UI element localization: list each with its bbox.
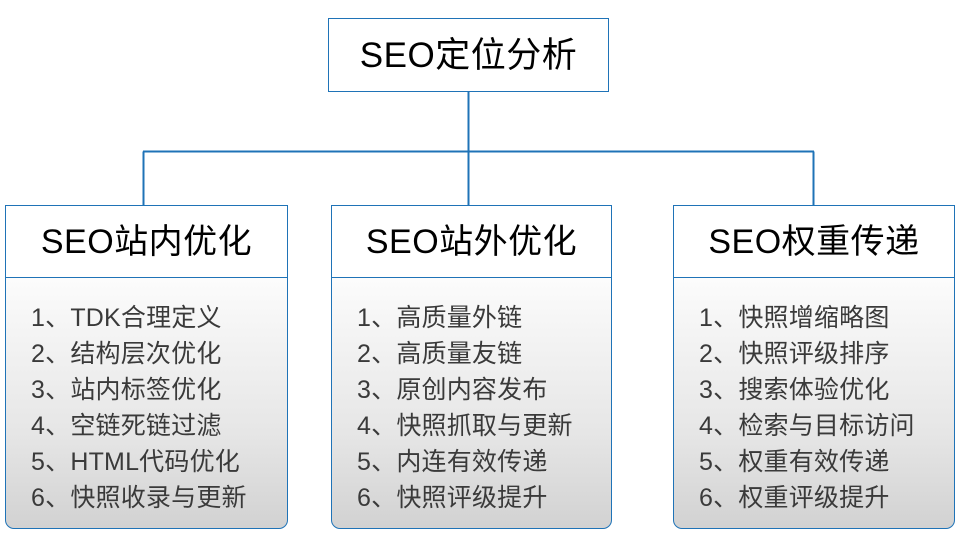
list-item: 3、站内标签优化 — [31, 372, 222, 408]
list-item: 4、检索与目标访问 — [699, 408, 915, 444]
list-item-index: 1 — [31, 304, 46, 333]
list-item: 1、TDK合理定义 — [31, 300, 222, 336]
list-item-label: 快照评级排序 — [738, 340, 890, 369]
list-item-index: 4 — [357, 412, 372, 441]
list-item: 5、HTML代码优化 — [31, 444, 240, 480]
branch-body-2: 1、高质量外链 2、高质量友链 3、原创内容发布 4、快照抓取与更新 5、内连有… — [331, 277, 612, 530]
branch-body-1: 1、TDK合理定义 2、结构层次优化 3、站内标签优化 4、空链死链过滤 5、H… — [5, 277, 288, 530]
list-item: 6、快照评级提升 — [357, 480, 548, 516]
list-item-index: 3 — [699, 376, 714, 405]
list-item-label: 快照收录与更新 — [70, 484, 247, 513]
list-item-separator: 、 — [713, 376, 739, 405]
list-item-separator: 、 — [371, 304, 397, 333]
root-node-label: SEO定位分析 — [359, 35, 578, 75]
list-item: 2、快照评级排序 — [699, 336, 890, 372]
list-item-label: 权重评级提升 — [738, 484, 890, 513]
list-item-index: 4 — [31, 412, 46, 441]
list-item-separator: 、 — [45, 304, 71, 333]
list-item: 6、权重评级提升 — [699, 480, 890, 516]
list-item: 6、快照收录与更新 — [31, 480, 247, 516]
list-item-separator: 、 — [45, 412, 71, 441]
list-item: 4、空链死链过滤 — [31, 408, 222, 444]
root-node[interactable]: SEO定位分析 — [328, 18, 609, 92]
list-item-separator: 、 — [371, 412, 397, 441]
branch-body-3: 1、快照增缩略图 2、快照评级排序 3、搜索体验优化 4、检索与目标访问 5、权… — [673, 277, 955, 530]
list-item-separator: 、 — [45, 376, 71, 405]
list-item-index: 4 — [699, 412, 714, 441]
list-item-separator: 、 — [371, 340, 397, 369]
list-item-label: 站内标签优化 — [70, 376, 222, 405]
branch-header-2[interactable]: SEO站外优化 — [331, 205, 612, 279]
list-item-index: 6 — [31, 484, 46, 513]
list-item-label: 快照评级提升 — [396, 484, 548, 513]
list-item-label: 快照增缩略图 — [738, 304, 890, 333]
list-item-index: 6 — [357, 484, 372, 513]
list-item-index: 2 — [357, 340, 372, 369]
list-item-label: 检索与目标访问 — [738, 412, 915, 441]
list-item: 1、高质量外链 — [357, 300, 522, 336]
list-item-separator: 、 — [45, 340, 71, 369]
list-item: 3、原创内容发布 — [357, 372, 548, 408]
list-item-label: TDK合理定义 — [70, 304, 222, 333]
list-item-separator: 、 — [713, 412, 739, 441]
list-item: 5、内连有效传递 — [357, 444, 548, 480]
branch-column-3: SEO权重传递 1、快照增缩略图 2、快照评级排序 3、搜索体验优化 4、检索与… — [673, 205, 955, 530]
list-item-label: 高质量外链 — [396, 304, 523, 333]
list-item: 4、快照抓取与更新 — [357, 408, 573, 444]
branch-header-label-3: SEO权重传递 — [708, 223, 920, 261]
list-item-index: 2 — [699, 340, 714, 369]
branch-column-2: SEO站外优化 1、高质量外链 2、高质量友链 3、原创内容发布 4、快照抓取与… — [331, 205, 612, 530]
list-item-label: 权重有效传递 — [738, 448, 890, 477]
list-item-separator: 、 — [45, 448, 71, 477]
list-item-index: 5 — [357, 448, 372, 477]
branch-header-3[interactable]: SEO权重传递 — [673, 205, 955, 279]
list-item-label: 内连有效传递 — [396, 448, 548, 477]
branch-column-1: SEO站内优化 1、TDK合理定义 2、结构层次优化 3、站内标签优化 4、空链… — [5, 205, 288, 530]
list-item-index: 6 — [699, 484, 714, 513]
list-item-separator: 、 — [371, 448, 397, 477]
list-item-index: 5 — [31, 448, 46, 477]
list-item-index: 5 — [699, 448, 714, 477]
list-item: 2、结构层次优化 — [31, 336, 222, 372]
list-item-index: 2 — [31, 340, 46, 369]
list-item-separator: 、 — [713, 304, 739, 333]
list-item-separator: 、 — [713, 340, 739, 369]
branch-header-1[interactable]: SEO站内优化 — [5, 205, 288, 279]
list-item-separator: 、 — [713, 448, 739, 477]
list-item-index: 1 — [699, 304, 714, 333]
list-item-index: 3 — [357, 376, 372, 405]
list-item-separator: 、 — [45, 484, 71, 513]
list-item-label: HTML代码优化 — [70, 448, 240, 477]
list-item: 3、搜索体验优化 — [699, 372, 890, 408]
branch-header-label-1: SEO站内优化 — [40, 223, 253, 261]
list-item-separator: 、 — [371, 376, 397, 405]
list-item-index: 1 — [357, 304, 372, 333]
list-item-separator: 、 — [371, 484, 397, 513]
list-item: 1、快照增缩略图 — [699, 300, 890, 336]
list-item-index: 3 — [31, 376, 46, 405]
list-item-label: 结构层次优化 — [70, 340, 222, 369]
list-item-separator: 、 — [713, 484, 739, 513]
branch-header-label-2: SEO站外优化 — [365, 223, 578, 261]
list-item-label: 空链死链过滤 — [70, 412, 222, 441]
list-item-label: 快照抓取与更新 — [396, 412, 573, 441]
list-item: 2、高质量友链 — [357, 336, 522, 372]
list-item-label: 高质量友链 — [396, 340, 523, 369]
list-item-label: 原创内容发布 — [396, 376, 548, 405]
list-item-label: 搜索体验优化 — [738, 376, 890, 405]
list-item: 5、权重有效传递 — [699, 444, 890, 480]
